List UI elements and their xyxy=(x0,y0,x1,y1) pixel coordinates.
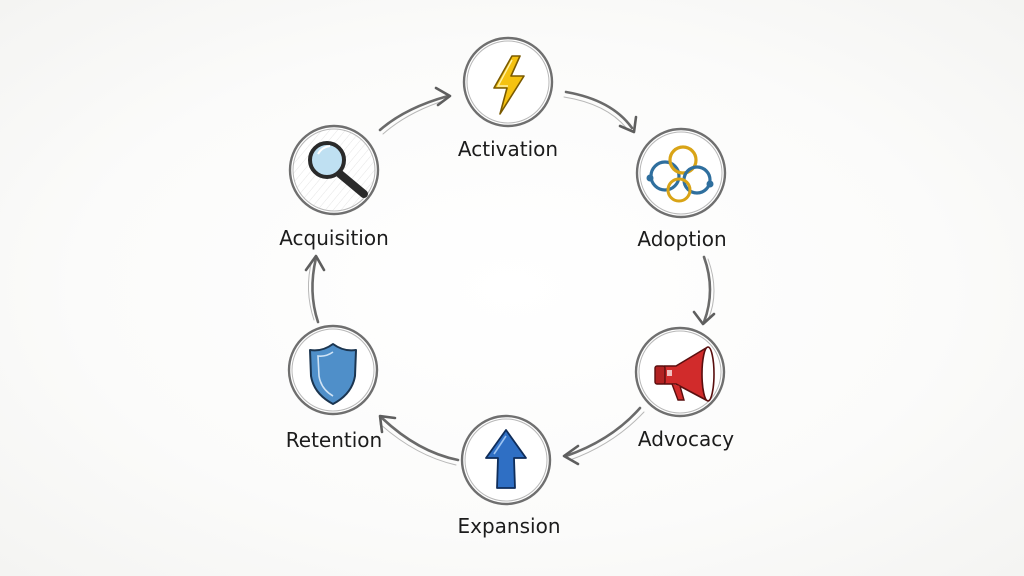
linked-rings-icon xyxy=(646,145,714,203)
stage-label-expansion: Expansion xyxy=(458,514,561,538)
stage-node-adoption: Adoption xyxy=(635,127,727,251)
stage-node-acquisition: Acquisition xyxy=(279,124,389,250)
arrow-advocacy-to-expansion xyxy=(562,406,645,466)
magnifying-glass-icon xyxy=(308,141,368,198)
stage-node-advocacy: Advocacy xyxy=(634,326,734,451)
stage-label-activation: Activation xyxy=(458,137,558,161)
arrow-retention-to-acquisition xyxy=(304,254,326,324)
megaphone-icon xyxy=(654,346,715,402)
arrow-adoption-to-advocacy xyxy=(692,255,716,326)
stage-label-retention: Retention xyxy=(286,428,382,452)
arrow-activation-to-adoption xyxy=(563,90,638,134)
shield-icon xyxy=(309,343,357,405)
lightning-bolt-icon xyxy=(493,55,525,115)
stage-node-activation: Activation xyxy=(458,36,558,161)
stage-label-adoption: Adoption xyxy=(637,227,726,251)
connector-arrows xyxy=(304,86,716,466)
stage-label-advocacy: Advocacy xyxy=(638,427,734,451)
arrow-expansion-to-retention xyxy=(378,414,460,466)
up-arrow-icon xyxy=(485,429,527,489)
stage-node-expansion: Expansion xyxy=(458,414,561,538)
arrow-acquisition-to-activation xyxy=(378,86,452,135)
stage-node-retention: Retention xyxy=(286,324,382,452)
stage-label-acquisition: Acquisition xyxy=(279,226,389,250)
